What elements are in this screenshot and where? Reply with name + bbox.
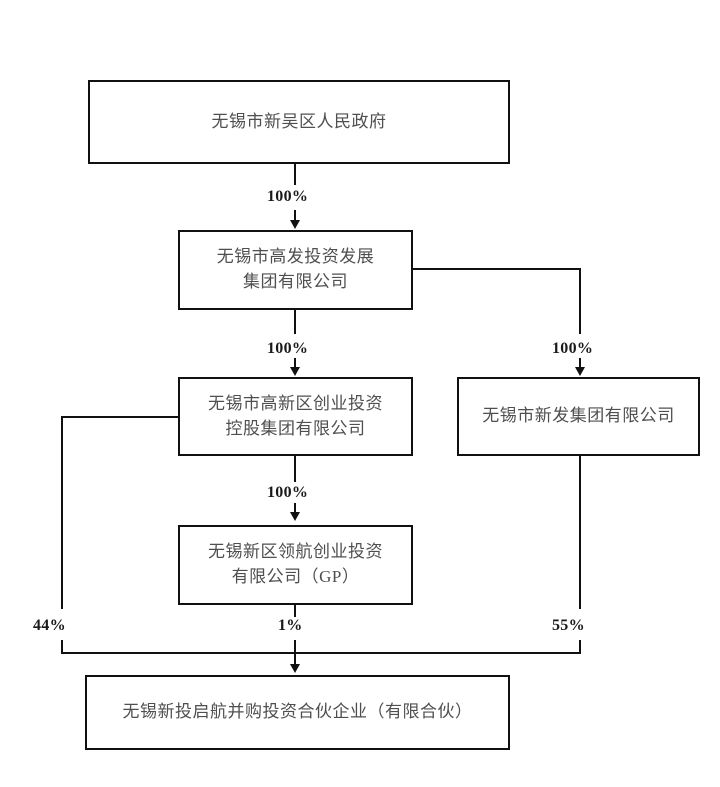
edge-gov-to-gaofa-line-lower (294, 210, 296, 222)
edge-linghang-to-partner-line (294, 605, 296, 617)
edge-gaofa-to-gaoxinqu-line-lower (294, 358, 296, 368)
edge-gaoxinqu-to-linghang-label: 100% (267, 484, 309, 501)
edge-gaoxinqu-to-partner-horizontal (61, 416, 180, 418)
edge-gaofa-to-xinfa-horizontal (413, 268, 581, 270)
edge-gaofa-to-xinfa-label: 100% (552, 340, 594, 357)
edge-xinfa-to-partner-vertical (579, 456, 581, 609)
node-xinfa-label: 无锡市新发集团有限公司 (482, 406, 675, 426)
edge-gaoxinqu-to-linghang-arrow (290, 512, 300, 521)
edge-gaofa-to-gaoxinqu-arrow (290, 367, 300, 376)
edge-gov-to-gaofa-arrow (290, 220, 300, 229)
edge-gov-to-gaofa-line (294, 164, 296, 185)
edge-gaoxinqu-to-partner-label: 44% (33, 617, 66, 634)
node-gaoxinqu-label: 无锡市高新区创业投资 控股集团有限公司 (208, 393, 383, 438)
edge-gaoxinqu-to-partner-vertical (61, 416, 63, 609)
bus-to-partner-arrow (290, 664, 300, 673)
node-gaofa: 无锡市高发投资发展 集团有限公司 (178, 230, 413, 310)
node-xinfa: 无锡市新发集团有限公司 (457, 377, 700, 456)
node-linghang-label: 无锡新区领航创业投资 有限公司（GP） (208, 542, 383, 586)
edge-gaofa-to-xinfa-vertical-lower (579, 358, 581, 368)
edge-gaoxinqu-to-linghang-line (294, 456, 296, 482)
edge-gov-to-gaofa-label: 100% (267, 188, 309, 205)
bus-horizontal (61, 652, 581, 654)
node-gaoxinqu: 无锡市高新区创业投资 控股集团有限公司 (178, 377, 413, 456)
edge-gaoxinqu-to-linghang-line-lower (294, 503, 296, 513)
edge-xinfa-to-partner-label: 55% (552, 617, 585, 634)
node-partnership-label: 无锡新投启航并购投资合伙企业（有限合伙） (122, 702, 473, 722)
node-partnership: 无锡新投启航并购投资合伙企业（有限合伙） (85, 675, 510, 750)
edge-gaofa-to-gaoxinqu-line (294, 310, 296, 334)
node-gaofa-label: 无锡市高发投资发展 集团有限公司 (216, 247, 375, 291)
edge-gaofa-to-gaoxinqu-label: 100% (267, 340, 309, 357)
node-government: 无锡市新吴区人民政府 (88, 80, 510, 164)
node-government-label: 无锡市新吴区人民政府 (211, 111, 387, 131)
edge-linghang-to-partner-label: 1% (278, 617, 303, 634)
bus-left-riser (61, 640, 63, 654)
node-linghang: 无锡新区领航创业投资 有限公司（GP） (178, 525, 413, 605)
bus-center-drop (294, 640, 296, 668)
edge-gaofa-to-xinfa-vertical (579, 268, 581, 334)
bus-right-riser (579, 640, 581, 654)
edge-gaofa-to-xinfa-arrow (575, 367, 585, 376)
